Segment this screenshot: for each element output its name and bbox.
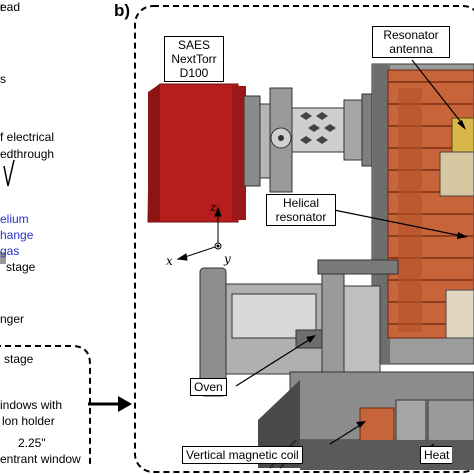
axis-label-y: y: [224, 252, 231, 266]
pump-label-line-2: NextTorr: [171, 52, 217, 66]
oven-label: Oven: [194, 380, 223, 394]
left-label-exchanger: nger: [0, 312, 25, 326]
resonator-pointer: [333, 209, 463, 237]
vertical-coil: [359, 407, 395, 443]
antenna-label-line-2: antenna: [389, 42, 433, 56]
vertical-coil-label-box: Vertical magnetic coil: [182, 446, 303, 464]
left-label-stage: stage: [6, 260, 36, 274]
left-label-feedthrough: edthrough: [0, 147, 55, 161]
antenna-pointer: [411, 59, 465, 127]
left-label-exchange: hange: [0, 228, 34, 242]
oven-pointer: [235, 337, 313, 387]
left-label-r: r: [0, 0, 4, 14]
left-label-electrical: f electrical: [0, 130, 55, 144]
left-panel-dashed-border: [0, 345, 91, 466]
left-label-holder: lon holder: [2, 414, 55, 428]
panel-b-label: b): [114, 1, 131, 20]
feedthrough-wire: [3, 159, 15, 187]
axis-label-x: x: [166, 254, 173, 268]
saes-pump-body: [147, 83, 246, 223]
pump-label-box: SAES NextTorr D100: [164, 36, 224, 82]
left-label-size: 2.25": [18, 436, 46, 450]
left-label-stage-2: stage: [4, 352, 34, 366]
pump-label-line-3: D100: [179, 66, 209, 80]
left-label-windows: indows with: [0, 398, 63, 412]
heater-label: Heat: [424, 448, 450, 462]
panel-arrow-head: [118, 396, 132, 412]
left-edge-part: [0, 252, 6, 264]
antenna-label-box: Resonator antenna: [372, 26, 450, 58]
oven-flange-left: [199, 267, 227, 397]
antenna-label-line-1: Resonator: [383, 28, 439, 42]
heater-label-box: Heat: [420, 446, 453, 464]
axis-label-z: z: [210, 200, 217, 214]
left-label-window: entrant window: [0, 452, 81, 466]
coil-pointer: [329, 423, 363, 445]
left-label-helium: elium: [0, 212, 29, 226]
helical-label-line-2: resonator: [275, 210, 327, 224]
panel-b-dashed-border: [134, 5, 474, 473]
coordinate-axes: [176, 206, 222, 261]
helical-resonator-label-box: Helical resonator: [266, 194, 336, 226]
left-label-gas: gas: [0, 244, 20, 258]
pump-flange: [243, 95, 261, 187]
oven-label-box: Oven: [190, 378, 227, 396]
helical-label-line-1: Helical: [282, 196, 319, 210]
pump-label-line-1: SAES: [177, 38, 210, 52]
left-label-head: ead: [0, 0, 21, 14]
getter-cartridge: [291, 107, 345, 153]
vertical-coil-label: Vertical magnetic coil: [186, 448, 299, 462]
left-label-s: s: [0, 72, 6, 86]
